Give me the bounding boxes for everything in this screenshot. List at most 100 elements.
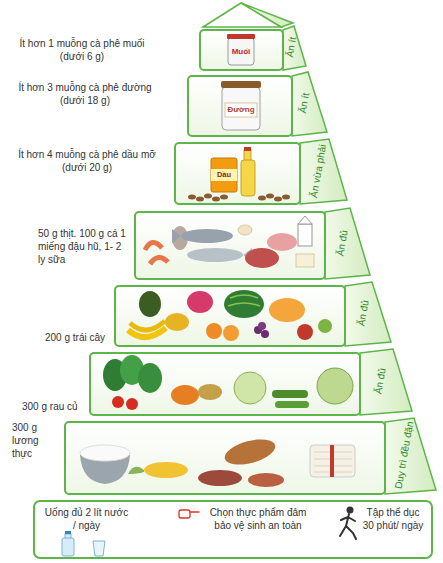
fruits-part	[139, 291, 161, 317]
meat-fish-milk-part	[145, 242, 162, 250]
vegetables-part	[234, 372, 266, 404]
meat-fish-milk-part	[267, 233, 297, 251]
staple-foods-part	[330, 445, 334, 477]
pyramid-tier: 50 g thịt. 100 g cá 1 miếng đậu hũ, 1- 2…	[135, 212, 325, 279]
advice-text: Tập thể dục 30 phút/ ngày	[360, 506, 426, 532]
salt-jar-part	[227, 34, 255, 39]
base-band: Uống đủ 2 lít nước / ngày Chọn thực phẩm …	[34, 501, 432, 558]
staple-foods-part	[128, 467, 144, 474]
oil-and-nuts-part-part	[282, 195, 290, 200]
base-icons-part	[340, 514, 356, 539]
portion-label: 300 g lương thực	[12, 421, 58, 460]
fruits-part	[165, 313, 189, 331]
portion-label: 50 g thịt. 100 g cá 1 miếng đậu hũ, 1- 2…	[38, 227, 130, 266]
fruits-part	[224, 290, 264, 318]
base-icons-part	[190, 511, 199, 513]
fruits-part	[258, 322, 266, 330]
oil-and-nuts-part	[211, 169, 237, 181]
meat-fish-milk-part	[181, 229, 233, 243]
meat-fish-milk-part	[238, 225, 252, 235]
vegetables	[103, 355, 353, 410]
staple-foods-part	[80, 445, 130, 461]
meat-fish-milk-part	[298, 224, 312, 246]
tier-side-faces-part	[292, 72, 327, 136]
oil-and-nuts-part-part	[204, 194, 212, 199]
oil-and-nuts-part-part	[266, 194, 274, 199]
oil-and-nuts-part-part	[196, 197, 204, 202]
side-label: Ăn ít	[297, 92, 311, 114]
base-icons-part	[65, 531, 71, 534]
oil-and-nuts-part-part	[258, 196, 266, 201]
tier-front-faces-part	[115, 286, 345, 346]
sugar-jar	[221, 81, 261, 130]
side-label: Duy trì đều đặn	[393, 420, 416, 489]
salt-jar	[227, 34, 255, 65]
sugar-jar-part	[225, 103, 257, 117]
fruits-part	[269, 298, 305, 322]
staple-foods	[80, 435, 355, 487]
pyramid-roof-part	[203, 3, 281, 27]
meat-fish-milk-part	[187, 248, 243, 262]
sugar-jar-part	[221, 81, 261, 88]
vegetables-part	[138, 363, 162, 393]
staple-foods-part	[222, 435, 278, 470]
side-label: Ăn ít	[284, 36, 298, 58]
tier-front-faces-part	[90, 353, 360, 415]
meat-fish-milk-part	[150, 257, 168, 264]
fruits-part	[223, 325, 239, 341]
fruits-part	[187, 291, 213, 313]
advice-text: Uống đủ 2 lít nước / ngày	[44, 506, 129, 532]
pyramid-tier: 300 g lương thựcDuy trì đều đặn	[65, 422, 385, 494]
tier-front-faces-part	[135, 212, 325, 279]
jar-label: Dầu	[217, 171, 231, 179]
jar-label: Đường	[227, 106, 254, 114]
jar-label: Muối	[232, 48, 251, 56]
oil-and-nuts-part-part	[220, 195, 228, 200]
vegetables-part	[275, 401, 309, 408]
fruits	[128, 290, 332, 341]
tier-front-faces-part	[188, 76, 292, 136]
vegetables-part	[272, 390, 308, 398]
tier-side-faces-part	[360, 349, 412, 415]
oil-and-nuts-part-part	[212, 197, 220, 202]
sugar-jar-part	[222, 87, 260, 130]
oil-and-nuts-part	[241, 160, 255, 196]
oil-and-nuts-part-part	[274, 197, 282, 202]
oil-and-nuts-part	[244, 150, 251, 161]
tier-side-faces-part	[283, 26, 306, 70]
side-label: Ăn đủ	[373, 367, 388, 395]
portion-label: Ít hơn 3 muỗng cà phê đường (dưới 18 g)	[10, 81, 160, 107]
side-label: Ăn đủ	[334, 229, 349, 257]
vegetables-part	[171, 385, 199, 405]
meat-fish-milk-part	[172, 229, 181, 243]
salt-jar-part	[228, 38, 254, 65]
base-icons-part	[347, 507, 354, 514]
vegetables-part	[317, 368, 353, 404]
meat-fish-milk	[145, 216, 314, 268]
tier-front-faces-part	[175, 143, 300, 204]
staple-foods-part	[198, 470, 242, 486]
staple-foods-part	[248, 473, 284, 487]
tier-front-faces	[34, 30, 432, 558]
portion-label: 200 g trái cây	[45, 331, 113, 344]
fruits-part	[130, 321, 165, 330]
vegetables-part	[198, 384, 222, 400]
meat-fish-milk-part	[298, 216, 312, 224]
advice-text: Chọn thực phẩm đảm bảo vệ sinh an toàn	[202, 506, 314, 532]
fruits-part	[206, 323, 222, 339]
tier-side-faces-part	[300, 139, 347, 204]
staple-foods-part	[144, 462, 188, 478]
portion-label: 300 g rau củ	[22, 400, 86, 413]
meat-fish-milk-part	[296, 254, 314, 267]
vegetables-part	[112, 396, 124, 408]
oil-and-nuts-part	[244, 147, 251, 151]
fruits-part	[318, 319, 332, 333]
tier-front-faces-part	[200, 30, 283, 70]
base-icons-part	[179, 510, 190, 518]
base-icons-part	[62, 538, 74, 556]
side-label: Ăn vừa phải	[308, 143, 328, 198]
oil-and-nuts-part-part	[188, 195, 196, 200]
fruits-part	[297, 324, 313, 340]
oil-and-nuts-part	[188, 194, 290, 202]
